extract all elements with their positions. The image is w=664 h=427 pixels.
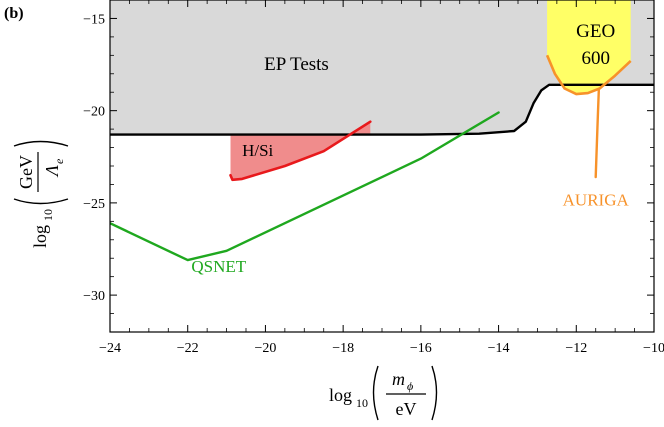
geo600-label: 600 [581,48,610,69]
x-axis-label-numerator: m [392,369,405,389]
geo600-region [547,0,631,95]
panel-label: (b) [4,5,24,22]
x-tick-label: −12 [565,341,587,356]
y-axis-label-sub: 10 [41,209,55,221]
ep-tests-label: EP Tests [264,54,329,75]
ep-tests-boundary [110,83,654,136]
hsi-region [230,121,371,180]
x-tick-label: −20 [254,341,276,356]
x-axis-label-prefix: log [329,385,352,405]
x-tick-label: −16 [410,341,432,356]
series-line-qsnet [110,111,500,262]
geo600-boundary [545,54,632,96]
y-axis-label-denominator: Λ [42,165,62,178]
y-axis-label-denominator-sub: e [52,158,66,164]
series-label-auriga: AURIGA [563,191,630,210]
y-tick-label: −20 [83,105,105,120]
x-axis-label-lparen [372,365,379,421]
y-axis-label-numerator: GeV [16,155,36,189]
series-label-qsnet: QSNET [191,257,246,276]
y-tick-label: −15 [83,12,105,27]
ep-tests-region [110,0,654,135]
x-tick-label: −22 [177,341,199,356]
x-axis-label-numerator-sub: ϕ [407,379,413,393]
x-tick-label: −18 [332,341,354,356]
x-tick-label: −10 [643,341,664,356]
x-axis-label-rparen [431,365,438,421]
geo600-label: GEO [576,21,615,42]
x-tick-label: −24 [99,341,121,356]
y-axis-label-prefix: log [30,225,50,248]
plot-area [110,0,654,262]
y-axis-label: log 10 GeV Λe [13,140,69,248]
y-tick-label: −25 [83,197,105,212]
x-axis-label-denominator: eV [396,399,417,419]
y-axis-label-rparen [13,140,69,147]
y-axis-label-lparen [13,198,69,205]
x-tick-label: −14 [488,341,510,356]
series-line-auriga [594,89,600,179]
hsi-label: H/Si [242,141,273,160]
x-axis-label-sub: 10 [356,396,368,410]
hsi-boundary [229,120,372,182]
y-tick-label: −30 [83,289,105,304]
axes: −24 −22 −20 −18 −16 −14 −12 −10 −30 −25 −20 −15 [83,0,664,356]
